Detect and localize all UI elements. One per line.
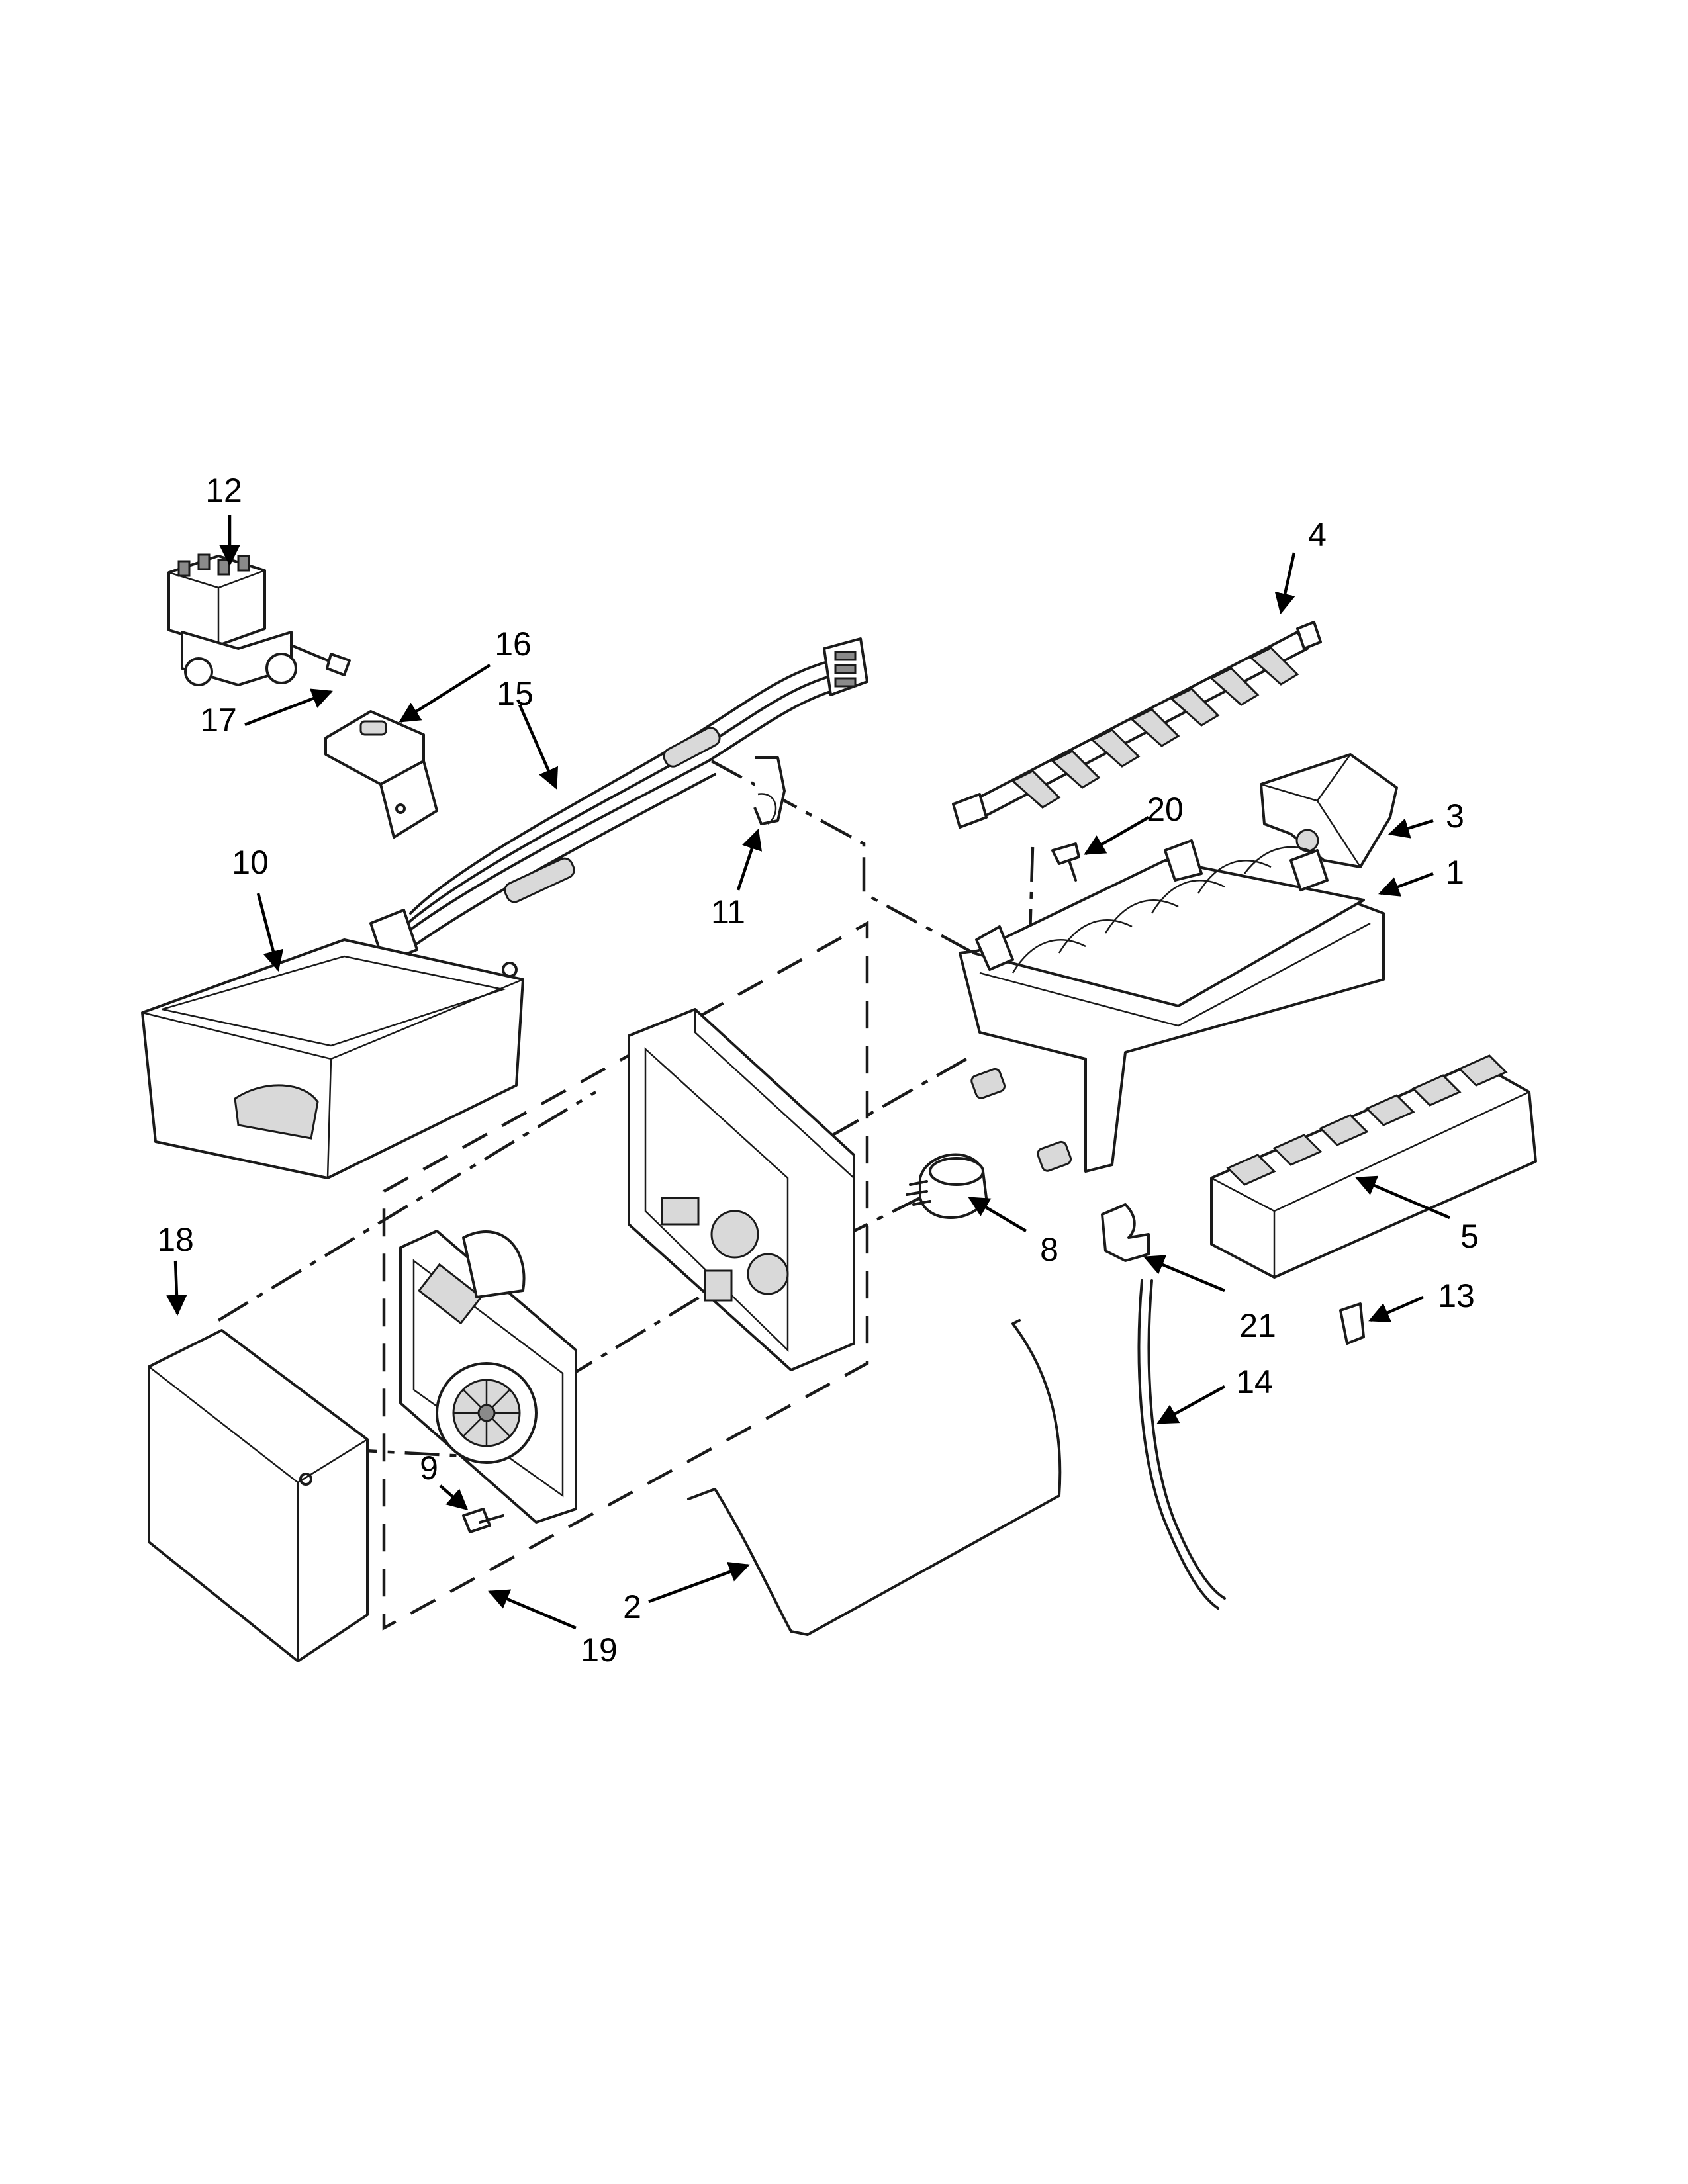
callout-2: 2 <box>623 1588 641 1625</box>
callout-13: 13 <box>1438 1277 1475 1314</box>
callout-1: 1 <box>1446 854 1464 891</box>
callout-5: 5 <box>1460 1218 1479 1255</box>
mold-screw <box>1051 842 1080 882</box>
callout-10: 10 <box>232 844 269 881</box>
clip <box>753 756 786 825</box>
callout-leaders <box>166 515 1450 1630</box>
callout-8: 8 <box>1040 1231 1058 1268</box>
bracket <box>324 710 438 839</box>
callout-3: 3 <box>1446 797 1464 835</box>
ejector <box>952 621 1322 829</box>
callout-21: 21 <box>1239 1307 1276 1344</box>
module-housing <box>628 1008 855 1371</box>
water-valve <box>167 553 297 686</box>
callout-14: 14 <box>1236 1363 1273 1400</box>
callout-18: 18 <box>157 1221 194 1258</box>
fill-tube <box>1137 1279 1226 1610</box>
module-screw <box>462 1508 504 1533</box>
shutoff-arm <box>687 1319 1062 1636</box>
mold-cover <box>1260 753 1398 868</box>
control-module <box>399 1230 577 1524</box>
callout-17: 17 <box>200 702 237 739</box>
ice-mold <box>959 839 1385 1173</box>
callout-9: 9 <box>420 1449 438 1486</box>
stripper <box>1210 1054 1537 1279</box>
callout-11: 11 <box>711 893 745 931</box>
callout-19: 19 <box>581 1631 618 1668</box>
callout-16: 16 <box>494 625 532 662</box>
tube-clip <box>1101 1203 1150 1262</box>
callout-labels: 12 4 16 15 17 10 11 20 3 1 5 8 18 21 13 … <box>157 472 1479 1668</box>
valve-screw <box>290 644 351 676</box>
plug <box>1339 1302 1365 1345</box>
thermostat <box>906 1068 1072 1219</box>
callout-15: 15 <box>496 675 534 712</box>
ejector-blades <box>1011 647 1299 809</box>
callout-20: 20 <box>1147 791 1184 828</box>
wire-harness <box>369 637 868 964</box>
ice-bin <box>141 938 524 1179</box>
callout-4: 4 <box>1308 516 1327 553</box>
module-cover <box>148 1329 369 1662</box>
stripper-fingers <box>1226 1054 1508 1186</box>
mold-cavities <box>1011 846 1318 974</box>
callout-12: 12 <box>205 472 242 509</box>
